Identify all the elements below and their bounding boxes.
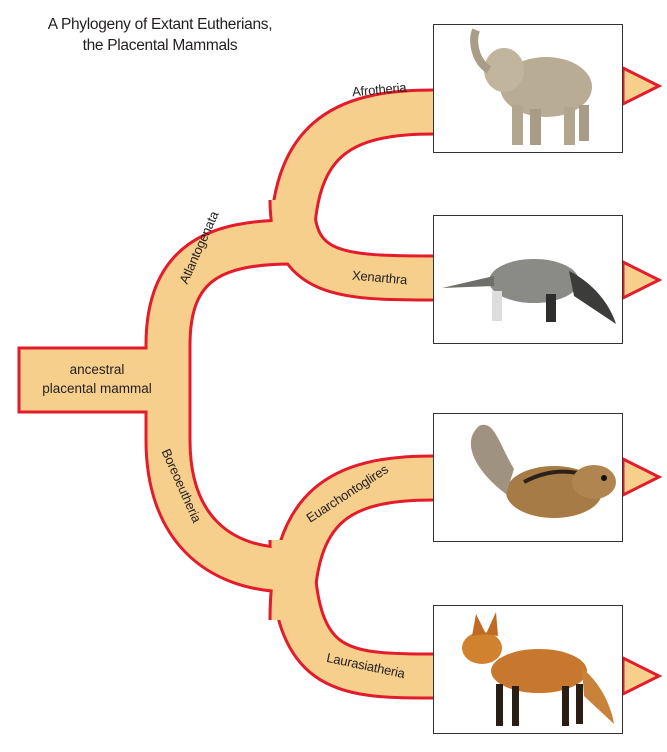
photo-elephant xyxy=(433,24,623,153)
fox-image xyxy=(462,612,614,726)
root-label-line-2: placental mammal xyxy=(42,381,152,396)
elephant-image xyxy=(470,28,592,145)
arrow-xenarthra xyxy=(621,259,663,301)
diagram-title: A Phylogeny of Extant Eutherians, the Pl… xyxy=(10,14,310,56)
title-line-2: the Placental Mammals xyxy=(82,37,238,54)
root-label: ancestral placental mammal xyxy=(22,360,172,398)
photo-chipmunk xyxy=(433,413,623,542)
photo-anteater xyxy=(433,215,623,344)
photo-fox xyxy=(433,605,623,734)
arrow-euarchontoglires xyxy=(621,456,663,498)
chipmunk-image xyxy=(470,424,616,518)
root-label-line-1: ancestral xyxy=(69,362,125,377)
arrow-laurasiatheria xyxy=(621,655,663,697)
anteater-image xyxy=(442,259,616,324)
arrow-afrotheria xyxy=(621,65,663,107)
title-line-1: A Phylogeny of Extant Eutherians, xyxy=(47,16,273,33)
